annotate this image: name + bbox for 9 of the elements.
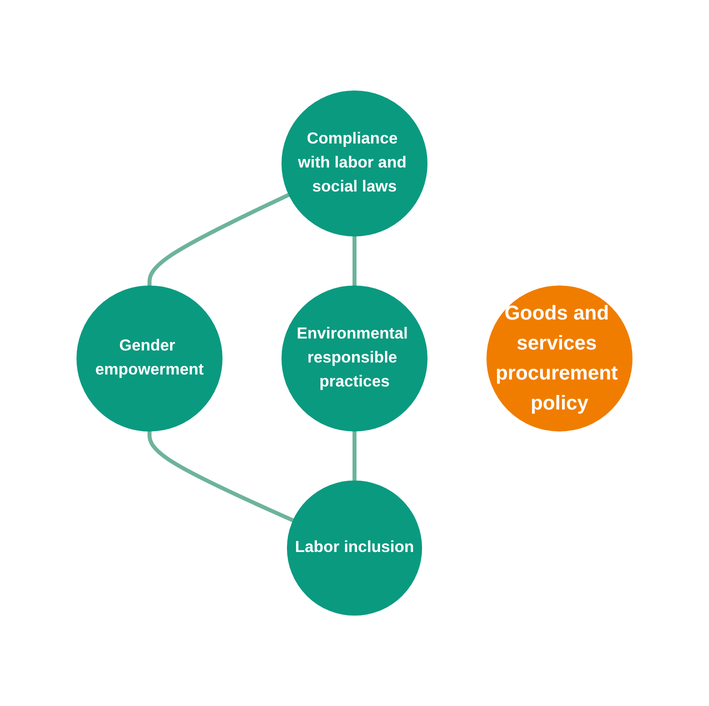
connector bbox=[148, 430, 294, 522]
node-circle: Gender empowerment bbox=[76, 285, 222, 432]
connector bbox=[148, 192, 290, 286]
node-circle: Environmental responsible practices bbox=[282, 285, 428, 432]
node-circle: Goods and services procurement policy bbox=[486, 285, 632, 432]
connector bbox=[352, 236, 356, 286]
node-circle: Labor inclusion bbox=[286, 480, 422, 616]
connector bbox=[352, 430, 356, 481]
node-circle: Compliance with labor and social laws bbox=[282, 90, 428, 236]
